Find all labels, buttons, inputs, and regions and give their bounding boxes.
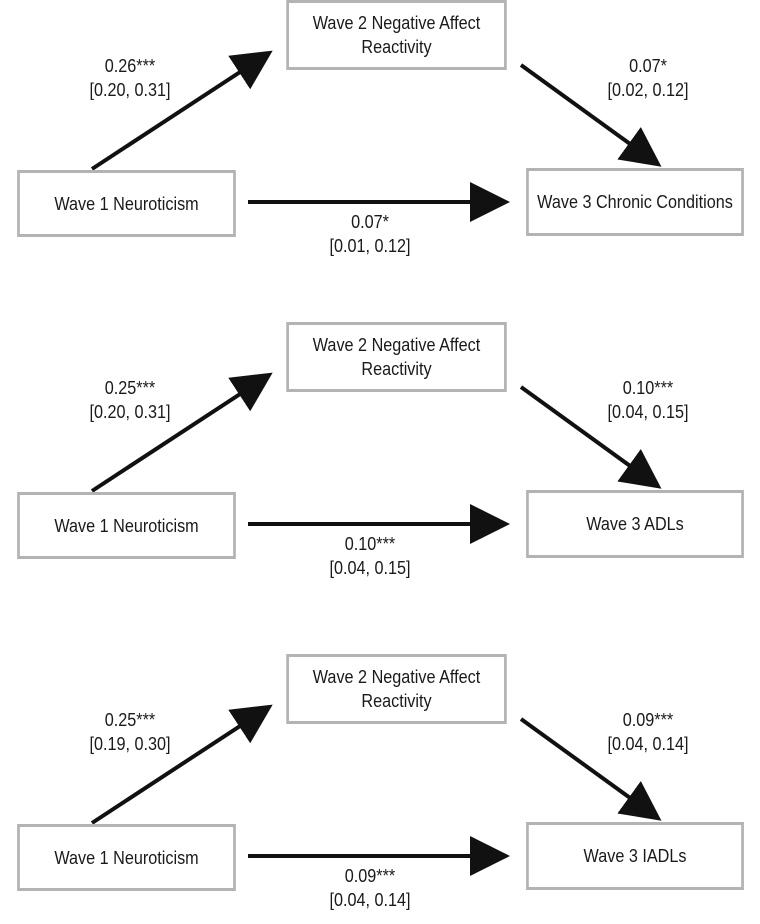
path-arrows: [90, 372, 662, 544]
path-b-ci: [0.04, 0.15]: [607, 402, 689, 422]
outcome-label: Wave 3 ADLs: [586, 514, 684, 534]
path-b-label: 0.09*** [0.04, 0.14]: [576, 708, 720, 756]
path-a-ci: [0.19, 0.30]: [89, 734, 171, 754]
outcome-label: Wave 3 IADLs: [583, 846, 687, 866]
path-c-ci: [0.04, 0.14]: [329, 890, 411, 910]
path-b-coef: 0.10***: [622, 378, 674, 398]
predictor-box: Wave 1 Neuroticism: [17, 170, 236, 237]
path-b-arrow: [519, 63, 662, 167]
outcome-box: Wave 3 Chronic Conditions: [526, 168, 744, 236]
path-a-arrow: [90, 50, 273, 171]
path-c-label: 0.10*** [0.04, 0.15]: [298, 532, 442, 580]
outcome-box: Wave 3 ADLs: [526, 490, 744, 558]
predictor-label: Wave 1 Neuroticism: [54, 847, 199, 868]
predictor-label: Wave 1 Neuroticism: [54, 193, 199, 214]
path-b-coef: 0.07*: [629, 56, 667, 76]
path-c-coef: 0.09***: [344, 866, 396, 886]
path-a-ci: [0.20, 0.31]: [89, 80, 171, 100]
path-b-ci: [0.04, 0.14]: [607, 734, 689, 754]
path-c-ci: [0.01, 0.12]: [329, 236, 411, 256]
mediation-panel-iadls: Wave 2 Negative Affect Reactivity Wave 1…: [0, 654, 760, 924]
path-a-coef: 0.25***: [104, 378, 156, 398]
mediator-label: Wave 2 Negative Affect Reactivity: [312, 667, 481, 711]
path-c-label: 0.07* [0.01, 0.12]: [298, 210, 442, 258]
path-a-label: 0.25*** [0.20, 0.31]: [58, 376, 202, 424]
path-arrows: [90, 50, 662, 222]
predictor-box: Wave 1 Neuroticism: [17, 492, 236, 559]
path-a-ci: [0.20, 0.31]: [89, 402, 171, 422]
path-a-label: 0.25*** [0.19, 0.30]: [58, 708, 202, 756]
mediator-box: Wave 2 Negative Affect Reactivity: [286, 322, 507, 392]
outcome-label: Wave 3 Chronic Conditions: [537, 192, 733, 212]
path-b-arrow: [519, 717, 662, 821]
path-arrows: [90, 704, 662, 876]
mediator-label: Wave 2 Negative Affect Reactivity: [312, 335, 481, 379]
path-c-coef: 0.07*: [351, 212, 389, 232]
path-a-coef: 0.26***: [104, 56, 156, 76]
mediator-box: Wave 2 Negative Affect Reactivity: [286, 0, 507, 70]
path-a-arrow: [90, 704, 273, 825]
path-a-label: 0.26*** [0.20, 0.31]: [58, 54, 202, 102]
path-b-label: 0.07* [0.02, 0.12]: [576, 54, 720, 102]
mediation-panel-chronic-conditions: Wave 2 Negative Affect Reactivity Wave 1…: [0, 0, 760, 270]
path-b-ci: [0.02, 0.12]: [607, 80, 689, 100]
path-b-coef: 0.09***: [622, 710, 674, 730]
path-a-arrow: [90, 372, 273, 493]
mediation-panel-adls: Wave 2 Negative Affect Reactivity Wave 1…: [0, 322, 760, 592]
path-c-coef: 0.10***: [344, 534, 396, 554]
predictor-box: Wave 1 Neuroticism: [17, 824, 236, 891]
path-a-coef: 0.25***: [104, 710, 156, 730]
predictor-label: Wave 1 Neuroticism: [54, 515, 199, 536]
mediator-label: Wave 2 Negative Affect Reactivity: [312, 13, 481, 57]
path-c-label: 0.09*** [0.04, 0.14]: [298, 864, 442, 912]
path-b-arrow: [519, 385, 662, 489]
path-c-ci: [0.04, 0.15]: [329, 558, 411, 578]
path-b-label: 0.10*** [0.04, 0.15]: [576, 376, 720, 424]
mediator-box: Wave 2 Negative Affect Reactivity: [286, 654, 507, 724]
outcome-box: Wave 3 IADLs: [526, 822, 744, 890]
